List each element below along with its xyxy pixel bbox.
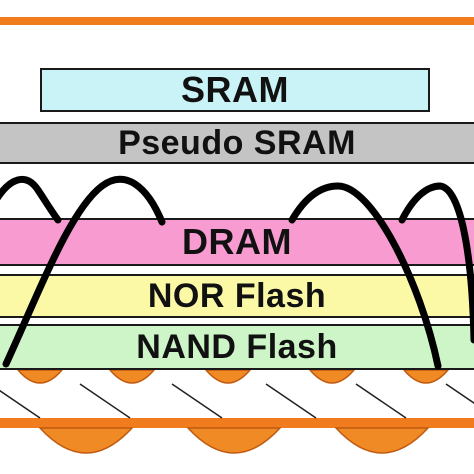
nor-flash-label: NOR Flash — [147, 277, 327, 315]
dram-label: DRAM — [182, 221, 292, 262]
die-bump — [402, 369, 450, 384]
sram-layer: SRAM — [40, 68, 430, 112]
pseudo-sram-label: Pseudo SRAM — [118, 124, 356, 162]
die-bumps — [16, 369, 450, 384]
die-bump — [16, 369, 64, 384]
die-bump — [108, 369, 156, 384]
bottom-substrate-line — [0, 418, 474, 428]
solder-ball — [186, 427, 282, 454]
sram-label: SRAM — [181, 69, 289, 110]
nand-flash-layer: NAND Flash — [0, 324, 474, 370]
via-line — [445, 383, 474, 404]
substrate-vias — [0, 383, 474, 419]
die-bump — [308, 369, 356, 384]
dram-layer: DRAM — [0, 218, 474, 266]
solder-ball — [334, 427, 430, 454]
via-line — [79, 383, 131, 419]
via-line — [265, 383, 317, 419]
top-substrate-line — [0, 17, 474, 25]
die-bump — [204, 369, 252, 384]
via-line — [355, 383, 407, 419]
via-line — [171, 383, 223, 419]
nor-flash-layer: NOR Flash — [0, 274, 474, 318]
pseudo-sram-layer: Pseudo SRAM — [0, 122, 474, 164]
solder-ball — [38, 427, 134, 454]
solder-balls — [38, 427, 430, 454]
nand-flash-label: NAND Flash — [136, 328, 338, 366]
via-line — [0, 389, 41, 419]
